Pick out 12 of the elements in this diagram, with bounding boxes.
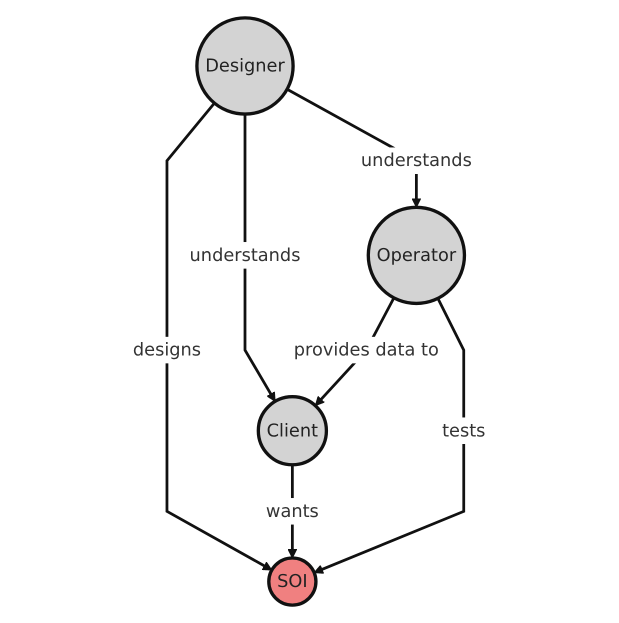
node-circle: SOI: [267, 556, 318, 607]
arrow: [244, 114, 276, 402]
edge-label: designs: [133, 338, 202, 360]
edge-label: provides data to: [294, 338, 440, 360]
node-circle: Operator: [366, 206, 466, 306]
node-circle: Designer: [196, 16, 296, 116]
node-circle: Client: [257, 395, 328, 466]
edge-label: understands: [361, 150, 472, 171]
edge-label: understands: [190, 244, 301, 266]
arrow: [166, 102, 273, 570]
edge-label: tests: [442, 420, 486, 441]
edge-label: wants: [266, 500, 320, 522]
